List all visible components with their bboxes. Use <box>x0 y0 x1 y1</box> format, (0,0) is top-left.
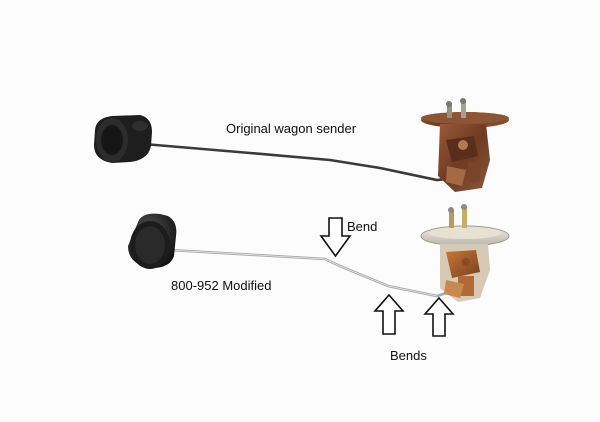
bends-label: Bends <box>390 348 427 363</box>
bend-label: Bend <box>347 219 378 234</box>
original-float-arm <box>130 141 457 182</box>
modified-sender-head <box>420 204 510 302</box>
original-float <box>94 115 152 163</box>
modified-sender-label: 800-952 Modified <box>171 278 272 293</box>
bend-arrow-down <box>319 217 352 258</box>
original-sender <box>94 98 509 192</box>
original-sender-label: Original wagon sender <box>226 121 357 136</box>
modified-sender <box>128 204 510 302</box>
bends-arrow-up-right <box>423 296 455 337</box>
original-sender-head <box>421 98 509 192</box>
bends-arrow-up-left <box>373 293 405 335</box>
modified-float <box>128 213 177 269</box>
